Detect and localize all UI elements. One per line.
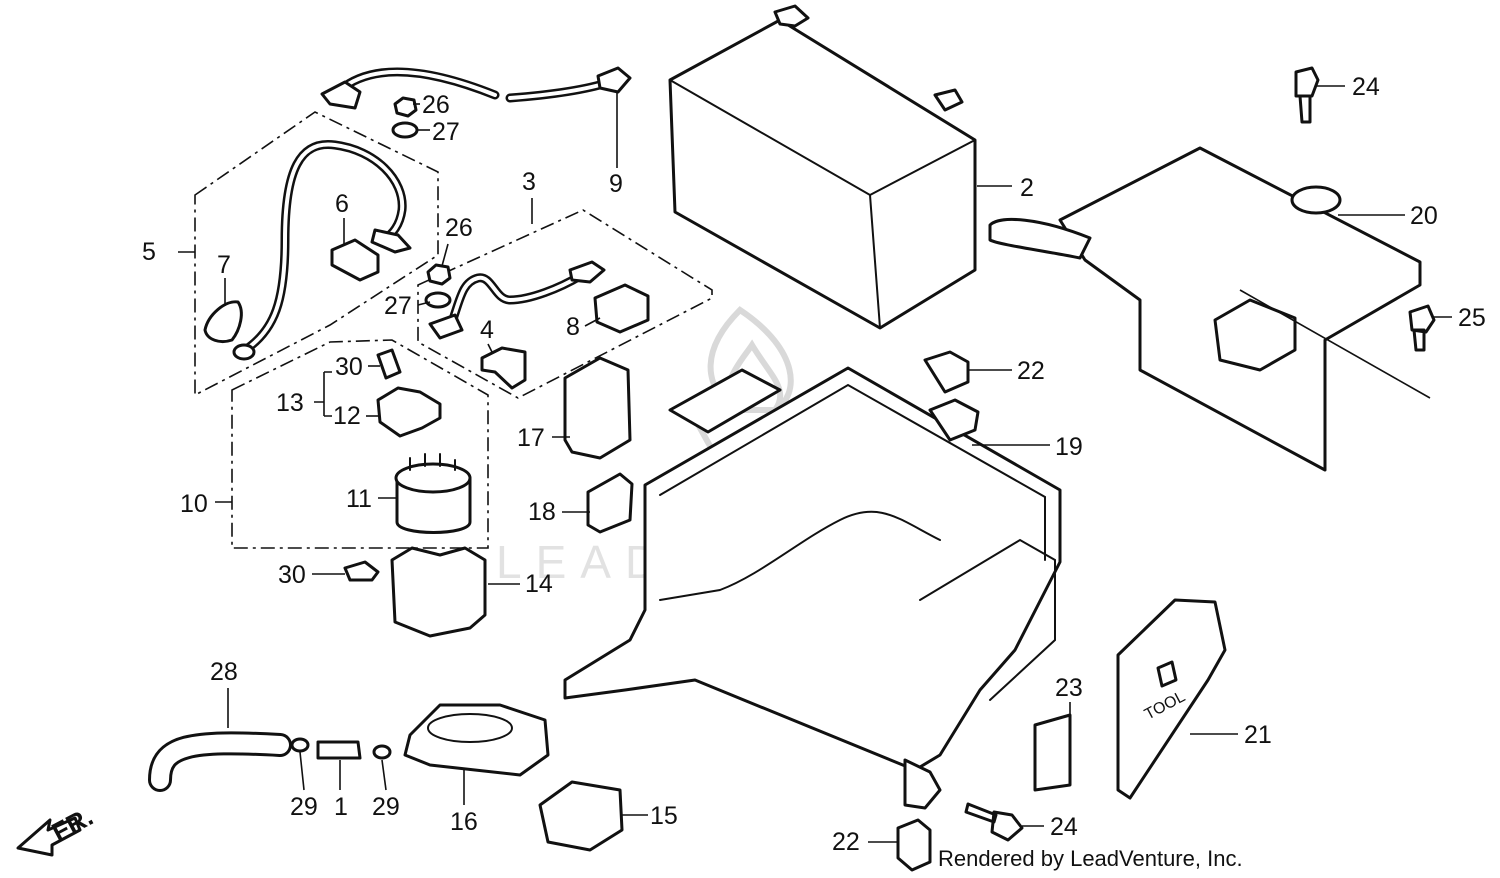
callout-6: 6 [335,190,349,218]
callout-10: 10 [180,490,208,518]
fuse-30-upper [376,348,402,380]
callout-22-bottom: 22 [832,828,860,856]
relay-cover-14 [390,546,487,638]
callout-1: 1 [334,793,348,821]
starter-relay-11 [394,453,472,534]
callout-3: 3 [522,168,536,196]
battery-cable-5 [232,139,412,361]
callout-24-bottom: 24 [1050,813,1078,841]
callout-14: 14 [525,570,553,598]
fuse-30-lower [343,560,380,582]
group-outline-3 [417,209,713,399]
cover-15 [538,780,624,852]
callout-25: 25 [1458,304,1486,332]
joint-pipe-1 [316,740,362,760]
callout-30-upper: 30 [335,353,363,381]
bolt-24-top [1294,66,1320,124]
callout-4: 4 [480,316,494,344]
credit-text: Rendered by LeadVenture, Inc. [938,846,1243,871]
callout-30-lower: 30 [278,561,306,589]
callout-27-top: 27 [432,118,460,146]
label-23 [1033,713,1072,792]
washer-27-mid [424,291,452,309]
battery-box-19 [563,350,1062,810]
fuse-box-18 [586,472,634,534]
callout-27-mid: 27 [384,292,412,320]
terminal-cover-4 [480,346,527,390]
callout-15: 15 [650,802,678,830]
nut-26-top [393,96,418,118]
bolt-25 [1408,304,1436,352]
callout-18: 18 [528,498,556,526]
bolt-24-bottom [964,802,1024,842]
callout-2: 2 [1020,174,1034,202]
breather-tube-28 [148,731,292,792]
group-outline-10 [231,339,489,549]
callout-13: 13 [276,389,304,417]
callout-11: 11 [346,485,372,513]
callout-28: 28 [210,658,238,686]
callout-12: 12 [333,402,361,430]
terminal-cap-7 [203,300,243,344]
callout-23: 23 [1055,674,1083,702]
callout-26-mid: 26 [445,214,473,242]
hose-clamp-29-right [372,744,392,760]
turn-signal-relay-17 [563,356,632,460]
callout-29-right: 29 [372,793,400,821]
tool-lid-21: TOOL [1116,598,1227,800]
group-outline-5 [194,111,439,397]
callout-20: 20 [1410,202,1438,230]
callout-22-top: 22 [1017,357,1045,385]
callout-8: 8 [566,313,580,341]
callout-labels: 2 3 4 5 6 7 8 9 10 11 12 13 14 15 16 17 … [142,73,1486,856]
washer-27-top [391,121,419,139]
fuse-holder-16 [403,703,550,777]
battery-holder-20 [988,146,1422,472]
clip-22-bottom [896,818,932,872]
battery-2 [668,4,977,330]
callout-16: 16 [450,808,478,836]
callout-29-left: 29 [290,793,318,821]
callout-5: 5 [142,238,156,266]
callout-24-top: 24 [1352,73,1380,101]
terminal-cover-8 [593,283,650,334]
callout-9: 9 [609,170,623,198]
nut-26-mid [426,263,452,286]
hose-clamp-29-left [290,737,310,753]
callout-7: 7 [217,251,231,279]
callout-21: 21 [1244,721,1272,749]
leader-lines [178,85,1452,843]
battery-cable-3 [428,260,606,340]
relay-bracket-12 [376,386,442,438]
callout-17: 17 [517,424,545,452]
front-arrow-icon: FR. [16,801,98,857]
battery-cable-9 [320,66,632,110]
terminal-cover-6 [330,238,380,282]
callout-19: 19 [1055,433,1083,461]
callout-26-top: 26 [422,91,450,119]
